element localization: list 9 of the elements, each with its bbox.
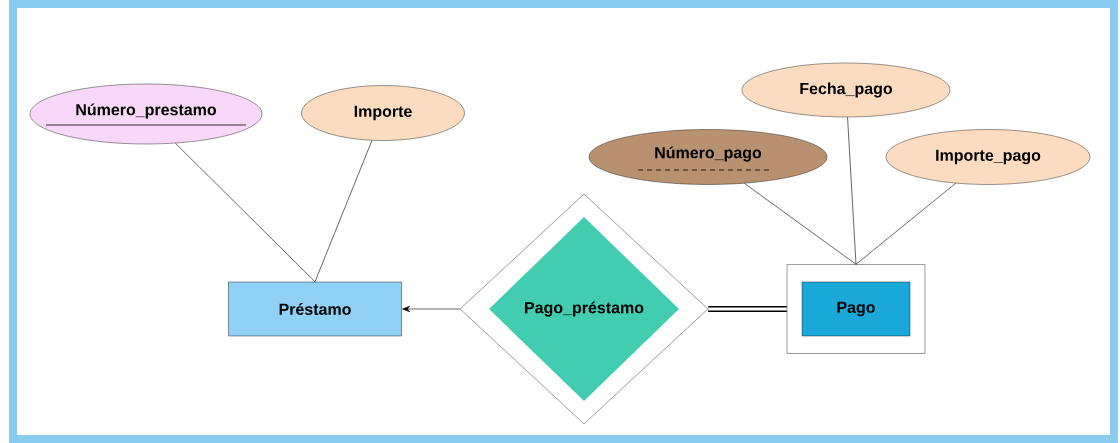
entity-box: Préstamo [228,281,402,337]
connector [402,305,461,313]
connector [855,182,956,265]
connector [314,140,373,283]
connector [744,183,857,265]
connector [175,142,316,283]
weak-entity-box: Pago [786,264,926,354]
connector [847,116,857,265]
connector [708,306,787,312]
